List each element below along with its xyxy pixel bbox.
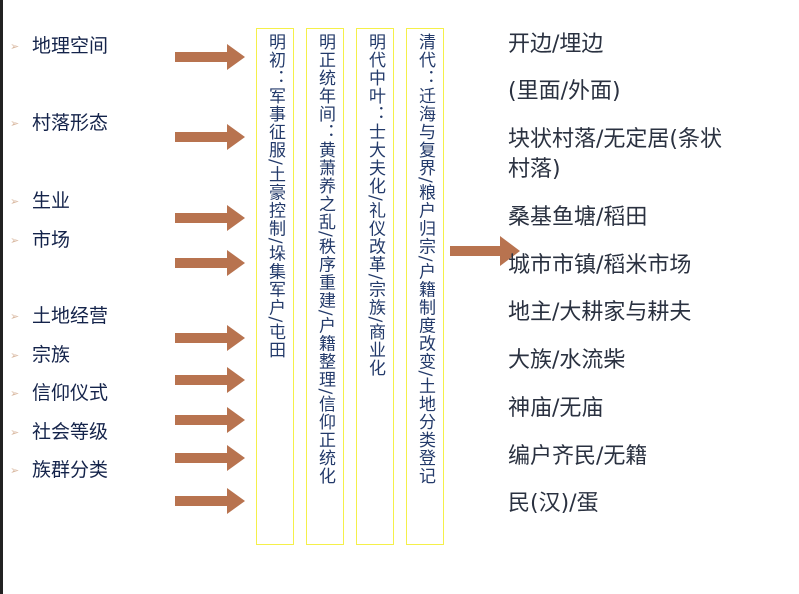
- right-list-item: 村落): [508, 157, 561, 182]
- left-list-item: ➢ 生业: [10, 188, 70, 214]
- arrow-bullet-icon: ➢: [10, 425, 20, 439]
- left-item-label: 地理空间: [32, 35, 109, 57]
- left-item-label: 生业: [32, 190, 71, 212]
- right-arrow-icon: [175, 407, 245, 433]
- arrow-bullet-icon: ➢: [10, 348, 20, 362]
- right-arrow-icon: [175, 205, 245, 231]
- right-list-item: 民(汉)/蛋: [508, 491, 599, 516]
- right-list-item: 编户齐民/无籍: [508, 444, 648, 469]
- left-item-label: 族群分类: [32, 459, 109, 481]
- left-item-label: 市场: [32, 229, 71, 251]
- right-list-item: 块状村落/无定居(条状: [508, 127, 722, 152]
- left-list-item: ➢ 族群分类: [10, 457, 108, 483]
- right-arrow-icon: [175, 124, 245, 150]
- left-list-item: ➢ 宗族: [10, 342, 70, 368]
- left-list-item: ➢ 土地经营: [10, 303, 108, 329]
- arrow-bullet-icon: ➢: [10, 309, 20, 323]
- arrow-bullet-icon: ➢: [10, 463, 20, 477]
- period-box: 明正统年间：黄萧养之乱/秩序重建/户籍整理/信仰正统化: [306, 28, 344, 545]
- period-box: 明初：军事征服/土豪控制/垛集军户/屯田: [256, 28, 294, 545]
- right-arrow-icon: [175, 445, 245, 471]
- right-list-item: 开边/埋边: [508, 32, 604, 57]
- left-item-label: 信仰仪式: [32, 382, 109, 404]
- period-text: 明正统年间：黄萧养之乱/秩序重建/户籍整理/信仰正统化: [315, 33, 335, 486]
- left-item-label: 社会等级: [32, 421, 109, 443]
- left-list-item: ➢ 市场: [10, 227, 70, 253]
- left-item-label: 村落形态: [32, 112, 109, 134]
- right-list-item: 神庙/无庙: [508, 396, 604, 421]
- period-text: 明初：军事征服/土豪控制/垛集军户/屯田: [265, 33, 285, 360]
- arrow-bullet-icon: ➢: [10, 233, 20, 247]
- right-arrow-icon: [175, 250, 245, 276]
- arrow-bullet-icon: ➢: [10, 116, 20, 130]
- left-list-item: ➢ 地理空间: [10, 33, 108, 59]
- right-list-item: 大族/水流柴: [508, 348, 626, 373]
- right-list-item: 城市市镇/稻米市场: [508, 253, 692, 278]
- left-list-item: ➢ 社会等级: [10, 419, 108, 445]
- right-arrow-icon: [175, 488, 245, 514]
- left-list-item: ➢ 信仰仪式: [10, 380, 108, 406]
- left-item-label: 宗族: [32, 344, 71, 366]
- right-arrow-icon: [175, 325, 245, 351]
- period-box: 清代：迁海与复界/粮户归宗/户籍制度改变/土地分类登记: [406, 28, 444, 545]
- period-text: 明代中叶：士大夫化/礼仪改革/宗族/商业化: [365, 33, 385, 378]
- left-item-label: 土地经营: [32, 305, 109, 327]
- right-arrow-icon: [175, 367, 245, 393]
- right-list-item: (里面/外面): [508, 79, 621, 104]
- period-text: 清代：迁海与复界/粮户归宗/户籍制度改变/土地分类登记: [415, 33, 435, 486]
- arrow-bullet-icon: ➢: [10, 386, 20, 400]
- period-box: 明代中叶：士大夫化/礼仪改革/宗族/商业化: [356, 28, 394, 545]
- arrow-bullet-icon: ➢: [10, 39, 20, 53]
- slide-left-edge: [0, 0, 3, 594]
- right-list-item: 地主/大耕家与耕夫: [508, 300, 692, 325]
- right-list-item: 桑基鱼塘/稻田: [508, 205, 648, 230]
- right-arrow-icon: [175, 44, 245, 70]
- left-list-item: ➢ 村落形态: [10, 110, 108, 136]
- arrow-bullet-icon: ➢: [10, 194, 20, 208]
- big-right-arrow-icon: [450, 236, 520, 266]
